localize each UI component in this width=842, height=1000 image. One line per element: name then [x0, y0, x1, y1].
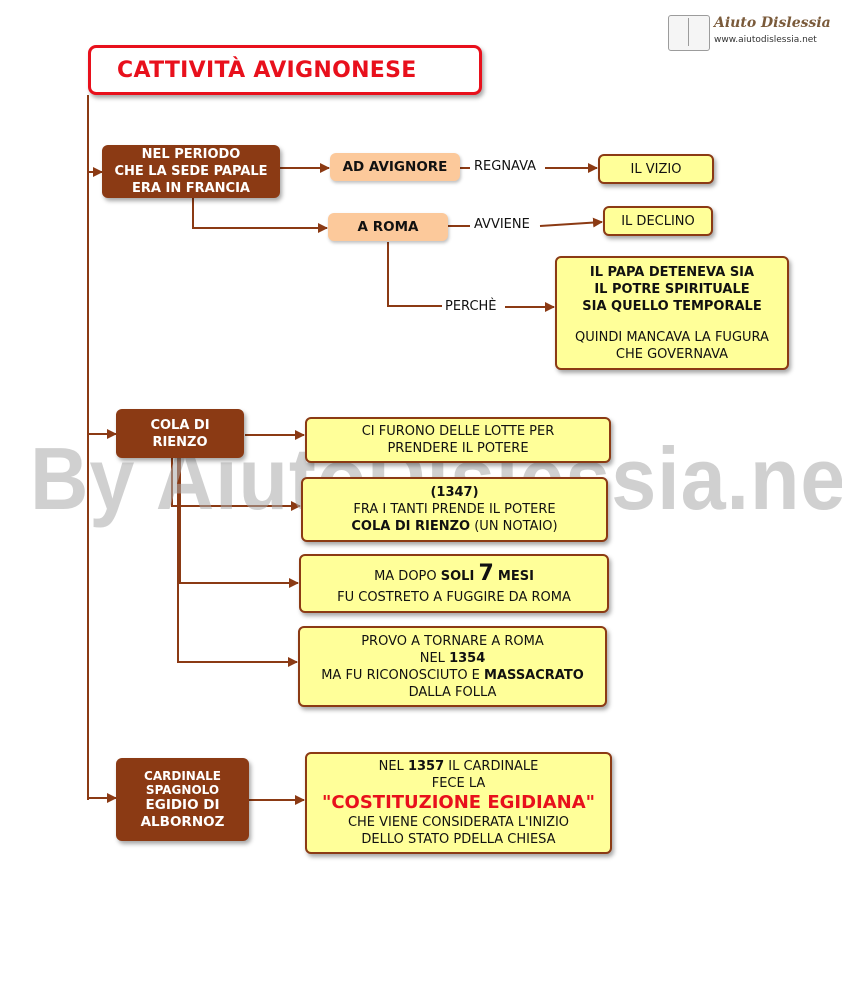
reason-line: QUINDI MANCAVA LA FUGURA: [575, 329, 769, 345]
year-text: 1357: [407, 759, 445, 774]
link-perche: [387, 242, 442, 307]
book-icon: [668, 15, 710, 51]
pre-text: MA FU RICONOSCIUTO E: [321, 667, 485, 683]
costituzione-highlight: "COSTITUZIONE EGIDIANA": [321, 792, 596, 813]
text-line: MA FU RICONOSCIUTO E MASSACRATO: [321, 667, 584, 684]
title-text: CATTIVITÀ AVIGNONESE: [117, 57, 417, 83]
node-cola-di-rienzo: COLA DI RIENZO: [116, 409, 244, 458]
text-line: FECE LA: [431, 776, 486, 791]
node-lotte: CI FURONO DELLE LOTTE PER PRENDERE IL PO…: [305, 417, 611, 463]
text-line: NEL 1354: [420, 650, 486, 667]
text-line: DALLA FOLLA: [408, 684, 497, 700]
notaio-text: (UN NOTAIO): [470, 519, 558, 534]
node-line: ERA IN FRANCIA: [132, 181, 250, 196]
node-line: EGIDIO DI: [145, 796, 220, 813]
cola-name: COLA DI RIENZO: [351, 519, 471, 534]
text-line: COLA DI RIENZO (UN NOTAIO): [351, 518, 557, 535]
node-line: CARDINALE: [144, 768, 221, 783]
node-avignone: AD AVIGNORE: [330, 153, 460, 181]
seven-number: 7: [478, 560, 494, 586]
node-label: AD AVIGNORE: [342, 159, 448, 175]
connector-avviene: AVVIENE: [472, 217, 532, 232]
node-line: NEL PERIODO: [141, 147, 241, 162]
logo-name: Aiuto Dislessia: [714, 15, 831, 31]
node-line: ALBORNOZ: [140, 813, 225, 830]
node-declino: IL DECLINO: [603, 206, 713, 236]
link-cola-3: [179, 458, 299, 588]
node-label: IL VIZIO: [630, 161, 682, 177]
text-line: PRENDERE IL POTERE: [387, 441, 529, 456]
node-7-mesi: MA DOPO SOLI 7 MESI FU COSTRETO A FUGGIR…: [299, 554, 609, 613]
node-line: CHE LA SEDE PAPALE: [114, 164, 268, 179]
text-line: FU COSTRETO A FUGGIRE DA ROMA: [337, 589, 571, 605]
text-line: NEL 1357 IL CARDINALE: [379, 758, 539, 775]
node-line: RIENZO: [152, 434, 208, 450]
node-1354: PROVO A TORNARE A ROMA NEL 1354 MA FU RI…: [298, 626, 607, 707]
pre-text: NEL: [378, 759, 408, 774]
node-line: COLA DI: [150, 417, 210, 433]
node-label: A ROMA: [357, 219, 419, 235]
massacrato-text: MASSACRATO: [484, 667, 584, 683]
connector-regnava: REGNAVA: [472, 159, 539, 174]
reason-line: IL PAPA DETENEVA SIA: [589, 264, 755, 280]
node-label: IL DECLINO: [621, 213, 695, 229]
node-costituzione: NEL 1357 IL CARDINALE FECE LA "COSTITUZI…: [305, 752, 612, 854]
nel-text: NEL: [419, 650, 450, 666]
connector-perche: PERCHÈ: [443, 299, 499, 314]
year-text: 1354: [449, 650, 486, 666]
logo-url: www.aiutodislessia.net: [714, 35, 817, 45]
reason-line: SIA QUELLO TEMPORALE: [582, 298, 762, 314]
post-text: IL CARDINALE: [444, 759, 539, 774]
site-logo[interactable]: Aiuto Dislessia www.aiutodislessia.net: [668, 15, 831, 51]
node-motivo: IL PAPA DETENEVA SIA IL POTRE SPIRITUALE…: [555, 256, 789, 370]
node-roma: A ROMA: [328, 213, 448, 241]
link-cola-2: [171, 458, 301, 511]
text-line: PROVO A TORNARE A ROMA: [361, 633, 544, 649]
pre-text: MA DOPO: [374, 568, 441, 584]
soli-text: SOLI: [440, 568, 475, 584]
mesi-text: MESI: [497, 568, 534, 584]
text-line: CHE VIENE CONSIDERATA L'INIZIO: [347, 815, 570, 830]
text-line: FRA I TANTI PRENDE IL POTERE: [353, 502, 556, 517]
node-egidio-albornoz: CARDINALE SPAGNOLO EGIDIO DI ALBORNOZ: [116, 758, 249, 841]
text-line: MA DOPO SOLI 7 MESI: [374, 560, 534, 589]
link-cola-4: [177, 458, 298, 667]
link-roma: [192, 198, 328, 233]
node-vizio: IL VIZIO: [598, 154, 714, 184]
link-avviene-arrow: [539, 217, 603, 228]
reason-line: CHE GOVERNAVA: [615, 346, 729, 362]
diagram-title: CATTIVITÀ AVIGNONESE: [88, 45, 482, 95]
text-line: DELLO STATO PDELLA CHIESA: [361, 832, 556, 847]
reason-line: IL POTRE SPIRITUALE: [594, 281, 750, 297]
year-text: (1347): [430, 485, 479, 500]
text-line: CI FURONO DELLE LOTTE PER: [361, 424, 555, 439]
node-periodo-francia: NEL PERIODO CHE LA SEDE PAPALE ERA IN FR…: [102, 145, 280, 198]
node-line: SPAGNOLO: [145, 782, 220, 797]
node-1347: (1347) FRA I TANTI PRENDE IL POTERE COLA…: [301, 477, 608, 542]
